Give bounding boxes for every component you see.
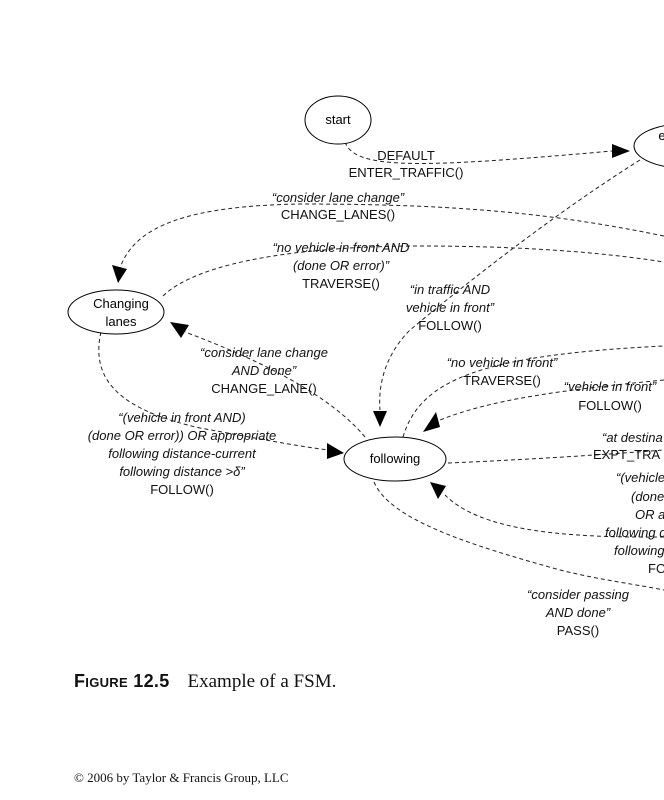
edge-start-to-enter: [344, 141, 613, 164]
edge-changing-to-traverse: [162, 245, 664, 297]
figure-caption: Figure 12.5 Example of a FSM.: [74, 671, 336, 693]
state-changing-lanes-label-2: lanes: [105, 314, 137, 329]
edge-label-condition: OR a: [635, 507, 664, 522]
arrowhead-icon: [430, 482, 446, 499]
figure-number: Figure 12.5: [74, 671, 170, 691]
copyright-notice: © 2006 by Taylor & Francis Group, LLC: [74, 770, 289, 785]
arrowhead-icon: [373, 411, 387, 427]
edge-label-condition: following: [614, 543, 664, 558]
state-enter-traffic-label: e: [658, 128, 664, 143]
edge-to-changing-lanes: [119, 203, 664, 269]
edge-label-action: CHANGE_LANES(): [281, 207, 395, 222]
edge-label-condition: following distance >δ”: [119, 464, 245, 479]
edge-label-condition: “consider passing: [527, 587, 630, 602]
edge-label-action: PASS(): [557, 623, 599, 638]
edge-label-condition: following distance-current: [108, 446, 257, 461]
edge-traverse-to-following: [439, 379, 664, 421]
edge-label-condition: “vehicle in front”: [564, 379, 657, 394]
edge-label-condition: “(vehicle in front AND): [118, 410, 245, 425]
state-following: following: [343, 436, 447, 482]
edge-passing-to-following: [444, 494, 664, 538]
arrowhead-icon: [327, 443, 344, 459]
edge-label-condition: DEFAULT: [377, 148, 435, 163]
edge-label-condition: “in traffic AND: [410, 282, 490, 297]
edge-label-condition: “no vehicle in front AND: [273, 240, 410, 255]
edge-label-condition: following d: [605, 525, 664, 540]
edge-label-condition: vehicle in front”: [406, 300, 495, 315]
edge-label-action: ENTER_TRAFFIC(): [349, 165, 464, 180]
arrowhead-icon: [612, 144, 630, 158]
edge-label-condition: “consider lane change: [200, 345, 328, 360]
figure-caption-text: Example of a FSM.: [187, 671, 337, 692]
state-changing-lanes-label-1: Changing: [93, 296, 149, 311]
edge-following-to-passing: [373, 481, 664, 591]
arrowhead-icon: [170, 322, 189, 338]
state-enter-traffic: e: [633, 125, 664, 167]
arrowhead-icon: [423, 412, 440, 432]
edge-following-to-exit: [447, 449, 664, 464]
edge-label-condition: AND done”: [545, 605, 611, 620]
edge-label-action: TRAVERSE(): [302, 276, 380, 291]
edge-label-condition: (done OR error)”: [293, 258, 390, 273]
edge-label-action: CHANGE_LANE(): [211, 381, 316, 396]
edge-label-action: FOLLOW(): [150, 482, 214, 497]
edge-label-action: EXPT_TRA: [593, 447, 661, 462]
edge-label-condition: “at destina: [602, 430, 663, 445]
edge-changing-to-following: [98, 331, 329, 451]
edge-label-condition: “no vehicle in front”: [447, 355, 558, 370]
edge-label-condition: (done: [631, 489, 664, 504]
edge-following-to-traverse: [402, 345, 664, 438]
edge-label-action: FOLLOW(): [418, 318, 482, 333]
edge-label-condition: “consider lane change”: [272, 190, 405, 205]
state-start-label: start: [325, 112, 351, 127]
edge-label-action: FO: [648, 561, 664, 576]
edge-label-action: FOLLOW(): [578, 398, 642, 413]
state-changing-lanes: Changing lanes: [67, 289, 165, 335]
state-start: start: [304, 95, 372, 145]
edge-label-condition: (done OR error)) OR appropriate: [88, 428, 277, 443]
edge-label-condition: AND done”: [231, 363, 297, 378]
edge-enter-to-following: [379, 159, 641, 411]
state-following-label: following: [370, 451, 421, 466]
edge-label-action: TRAVERSE(): [463, 373, 541, 388]
edge-label-condition: “(vehicle: [616, 470, 664, 485]
arrowhead-icon: [112, 265, 127, 283]
